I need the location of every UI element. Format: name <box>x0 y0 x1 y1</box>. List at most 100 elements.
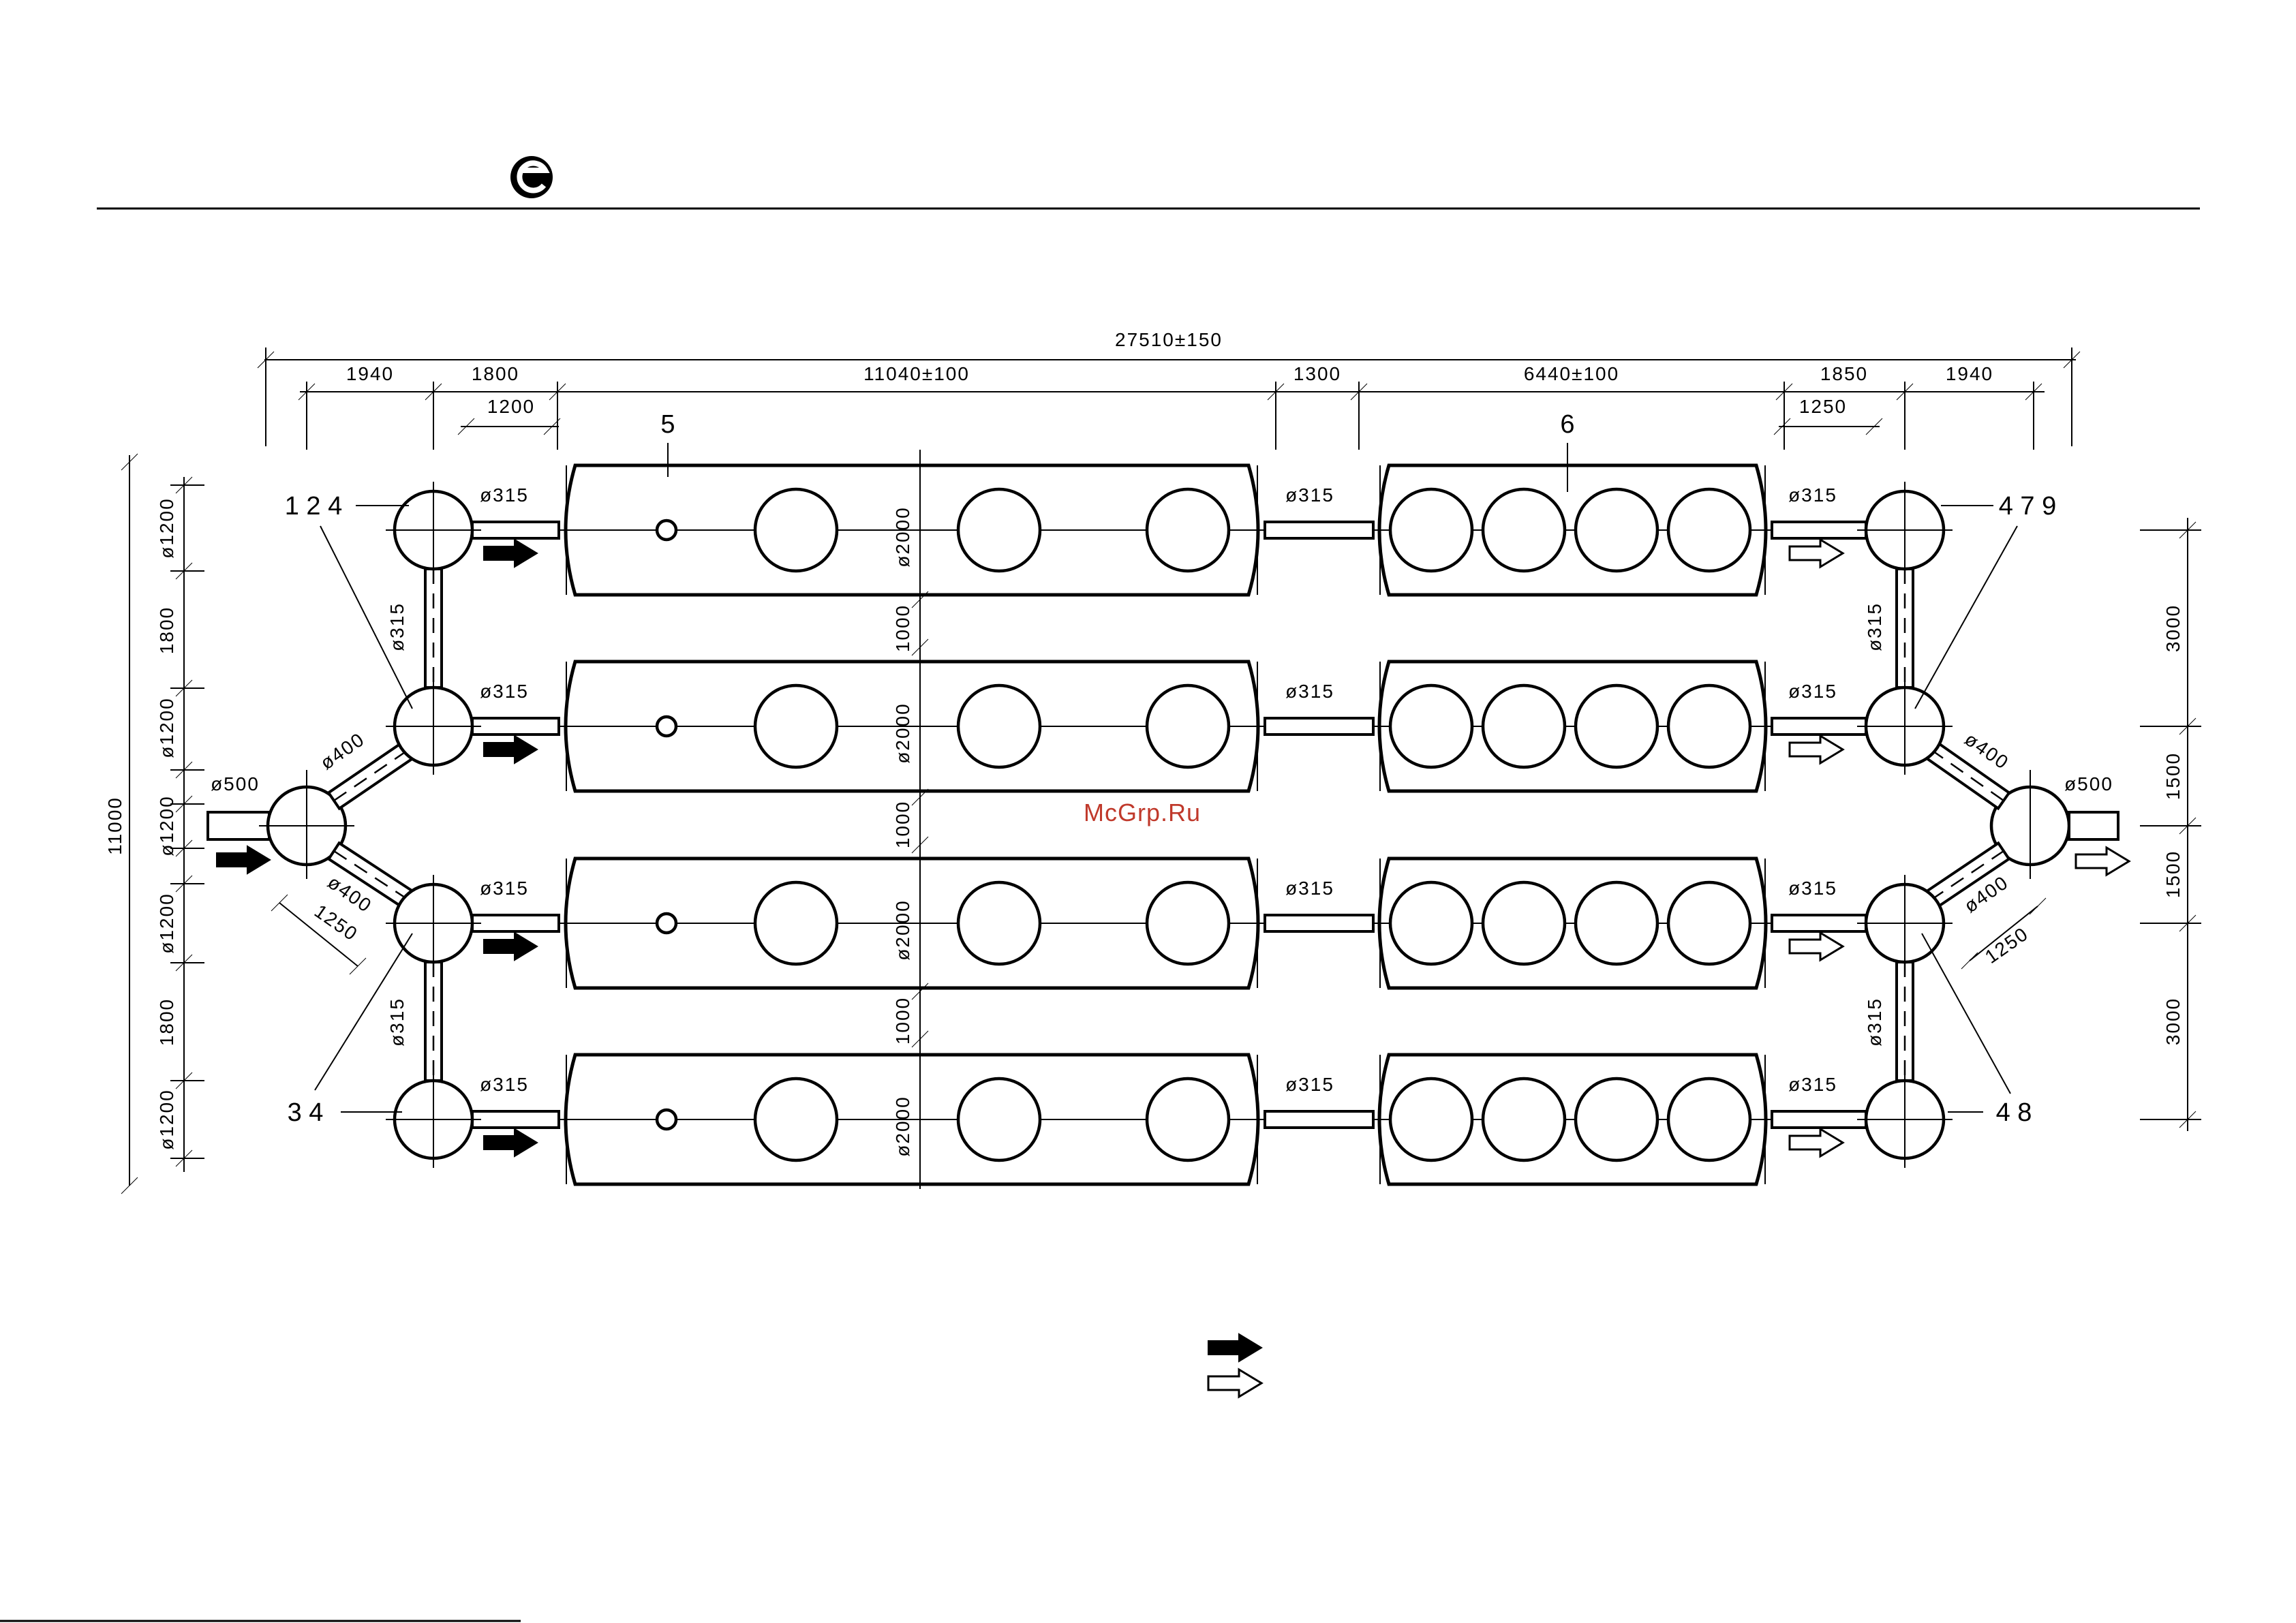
row-2-flow-out-arrow <box>1788 734 1845 765</box>
tank-gap-tick-3 <box>911 788 929 806</box>
right-diag-dim-tick-2 <box>2029 897 2047 915</box>
callout-48-leader-d <box>1921 933 2011 1094</box>
row-3-filter-module-3 <box>1574 880 1659 966</box>
right-collector-top-label: ø315 <box>1864 602 1885 651</box>
dim-segment_1940_left: 1940 <box>346 363 394 384</box>
dim-right-2: 1500 <box>2162 752 2184 800</box>
dim-segment_1940_right: 1940 <box>1946 363 1993 384</box>
tank-gap-tick-4 <box>911 836 929 854</box>
callout-124: 1 2 4 <box>285 492 343 521</box>
diag-pipe-left-bottom-axis <box>333 850 410 901</box>
dim-left-6: 1800 <box>156 998 177 1046</box>
callout-124-leader-d <box>320 525 413 709</box>
left-diag-dim-tick-1 <box>271 894 288 912</box>
logo-icon <box>510 156 553 198</box>
row-4-tank-hatch-1 <box>753 1077 839 1162</box>
dim-tick-1200-left <box>457 418 475 435</box>
row-2-pipe-label-mid: ø315 <box>1285 681 1334 702</box>
tank-gap-tick-1 <box>911 591 929 608</box>
row-4-pipe-label-in: ø315 <box>480 1074 529 1095</box>
filled-arrow-icon <box>1208 1333 1263 1363</box>
row-1-flow-out-arrow <box>1788 538 1845 569</box>
dim-segment_1300: 1300 <box>1294 363 1341 384</box>
tank-gap-label-3: 1000 <box>892 997 913 1045</box>
row-3-inlet-pipe <box>471 914 560 933</box>
row-3-pipe-label-in: ø315 <box>480 878 529 899</box>
dim-left-4: ø1200 <box>156 795 177 856</box>
row-4-connect-pipe <box>1264 1110 1375 1129</box>
left-diag-dim-line <box>279 902 358 967</box>
callout-6: 6 <box>1560 410 1574 439</box>
row-4-filter-module-1 <box>1388 1077 1474 1162</box>
row-3-tank-hatch-1 <box>753 880 839 966</box>
row-3-flow-in-arrow <box>483 931 538 961</box>
dim-right-3: 1500 <box>2162 850 2184 898</box>
tank-gap-label-2: 1000 <box>892 801 913 848</box>
row-1-tank-dia-label: ø2000 <box>892 506 913 567</box>
diag-pipe-right-bottom-axis <box>1930 850 2004 901</box>
row-3-tank-hatch-3 <box>1145 880 1231 966</box>
row-2-pipe-label-in: ø315 <box>480 681 529 702</box>
row-3-connect-pipe <box>1264 914 1375 933</box>
row-1-inlet-pipe <box>471 521 560 540</box>
row-3-tank-hatch-2 <box>956 880 1042 966</box>
row-2-inlet-hatch <box>655 715 678 738</box>
dim-segment_6440: 6440±100 <box>1524 363 1619 384</box>
callout-5: 5 <box>660 410 675 439</box>
plan: ø315 ø315 ø315 ø2000 ø315 ø315 ø315 ø2000 ø315 ø3… <box>104 329 2201 1399</box>
outlet-pipe <box>2068 811 2119 841</box>
row-1-tank-hatch-1 <box>753 487 839 573</box>
row-1-flow-in-arrow <box>483 538 538 568</box>
row-2-tank-hatch-1 <box>753 683 839 769</box>
dim-right-1: 3000 <box>2162 604 2184 652</box>
row-4-outlet-pipe <box>1771 1110 1867 1129</box>
row-4-tank-hatch-2 <box>956 1077 1042 1162</box>
dim-segment-1250: 1250 <box>1799 396 1847 417</box>
inlet-pipe-label: ø500 <box>211 773 260 794</box>
row-2-outlet-pipe <box>1771 717 1867 736</box>
row-1-filter-module-2 <box>1481 487 1567 573</box>
callout-34: 3 4 <box>288 1098 324 1127</box>
row-1-tank-hatch-3 <box>1145 487 1231 573</box>
row-4-filter-module-3 <box>1574 1077 1659 1162</box>
row-4-inlet-pipe <box>471 1110 560 1129</box>
row-2-tank-hatch-2 <box>956 683 1042 769</box>
row-2-flow-in-arrow <box>483 735 538 764</box>
row-2-pipe-label-out: ø315 <box>1788 681 1837 702</box>
row-3-tank-dia-label: ø2000 <box>892 899 913 960</box>
tank-gap-tick-6 <box>911 1030 929 1048</box>
row-3-filter-module-4 <box>1666 880 1752 966</box>
dim-tick-1250-right <box>1865 418 1883 435</box>
row-1-filter-module-1 <box>1388 487 1474 573</box>
row-2-filter-module-4 <box>1666 683 1752 769</box>
dim-tick-1200-right <box>543 418 561 435</box>
dim-left-2: 1800 <box>156 606 177 654</box>
right-collector-bottom-label: ø315 <box>1864 998 1885 1047</box>
hollow-arrow-icon <box>1207 1367 1264 1399</box>
row-1-pipe-label-mid: ø315 <box>1285 484 1334 506</box>
dim-segment_11040: 11040±100 <box>863 363 970 384</box>
dim-right-4: 3000 <box>2162 998 2184 1045</box>
dim-overall-length: 27510±150 <box>1115 329 1223 350</box>
callout-48: 4 8 <box>1996 1098 2032 1127</box>
header <box>97 156 2200 210</box>
dim-tick-height-bottom <box>121 1177 138 1194</box>
row-4-filter-module-2 <box>1481 1077 1567 1162</box>
row-1-filter-module-4 <box>1666 487 1752 573</box>
row-1-pipe-label-out: ø315 <box>1788 484 1837 506</box>
row-4-tank-dia-label: ø2000 <box>892 1096 913 1156</box>
outlet-pipe-label: ø500 <box>2064 773 2113 794</box>
dim-tick-height-top <box>121 453 138 471</box>
row-4-pipe-label-mid: ø315 <box>1285 1074 1334 1095</box>
row-1-inlet-hatch <box>655 519 678 542</box>
row-4-flow-out-arrow <box>1788 1127 1845 1158</box>
right-diag-dim-line <box>1969 906 2038 961</box>
tank-gap-label-1: 1000 <box>892 604 913 652</box>
outlet-arrow <box>2075 846 2131 877</box>
callout-34-leader-d <box>314 933 413 1091</box>
row-1-filter-module-3 <box>1574 487 1659 573</box>
right-diag-dim-tick-1 <box>1961 952 1978 970</box>
row-3-pipe-label-mid: ø315 <box>1285 878 1334 899</box>
row-2-inlet-pipe <box>471 717 560 736</box>
